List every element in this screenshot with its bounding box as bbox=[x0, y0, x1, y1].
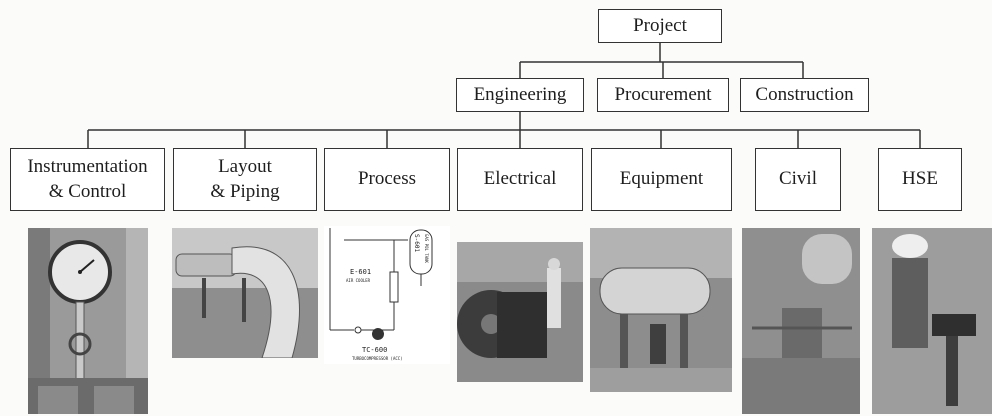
engineering-node: Engineering bbox=[456, 78, 584, 112]
civil-node: Civil bbox=[755, 148, 841, 211]
instrumentation-photo bbox=[28, 228, 148, 414]
procurement-node: Procurement bbox=[597, 78, 729, 112]
vessel-tag: S-601 bbox=[413, 234, 420, 252]
cooler-name: AIR COOLER bbox=[346, 278, 370, 283]
process-node: Process bbox=[324, 148, 450, 211]
equipment-photo bbox=[590, 228, 732, 392]
compressor-tag: TC-600 bbox=[362, 346, 387, 354]
hse-node: HSE bbox=[878, 148, 962, 211]
project-node: Project bbox=[598, 9, 722, 43]
civil-photo bbox=[742, 228, 860, 414]
construction-node: Construction bbox=[740, 78, 869, 112]
vessel-name: GAS POL TANK bbox=[424, 234, 429, 263]
equipment-node: Equipment bbox=[591, 148, 732, 211]
electrical-node: Electrical bbox=[457, 148, 583, 211]
hse-photo bbox=[872, 228, 992, 414]
electrical-photo bbox=[457, 242, 583, 382]
instrumentation-control-node: Instrumentation & Control bbox=[10, 148, 165, 211]
cooler-tag: E-601 bbox=[350, 268, 371, 276]
layout-piping-photo bbox=[172, 228, 318, 358]
process-schematic: E-601 AIR COOLER S-601 GAS POL TANK TC-6… bbox=[324, 226, 450, 364]
compressor-name: TURBOCOMPRESSOR (ACC) bbox=[352, 356, 403, 361]
layout-piping-node: Layout & Piping bbox=[173, 148, 317, 211]
